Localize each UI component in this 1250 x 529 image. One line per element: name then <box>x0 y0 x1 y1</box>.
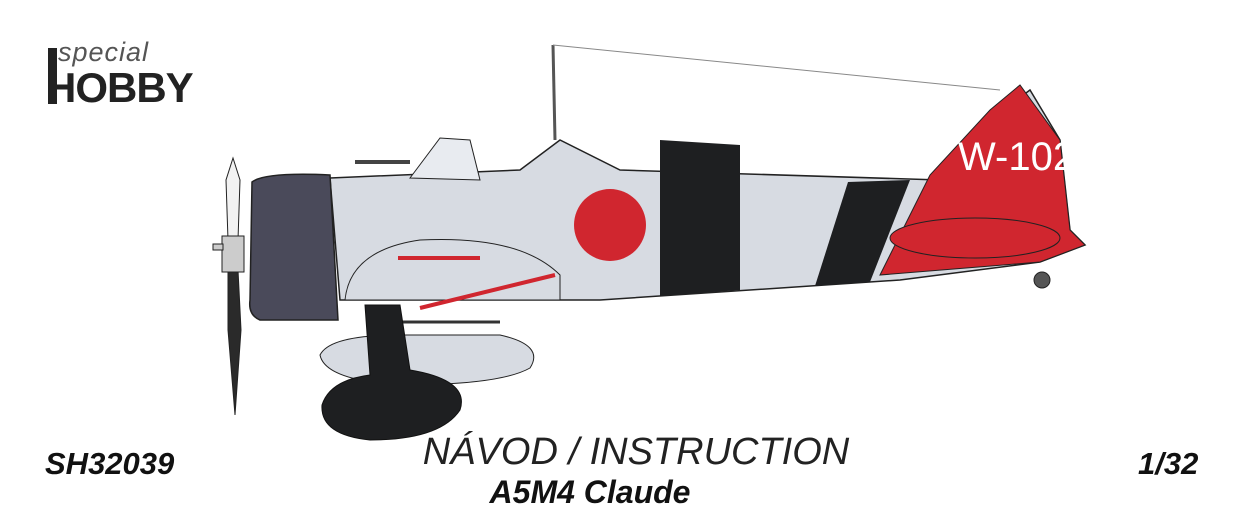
canopy <box>409 137 481 181</box>
logo-special: special <box>58 37 150 67</box>
scale-label: 1/32 <box>1138 446 1199 481</box>
tail-code: W-102 <box>958 135 1075 179</box>
hinomaru <box>574 189 646 261</box>
logo-hobby: hobby <box>46 64 194 111</box>
model-name: A5M4 Claude <box>489 474 691 510</box>
cowling <box>248 173 339 321</box>
product-code: SH32039 <box>45 446 175 481</box>
propeller-blade-top <box>225 156 241 241</box>
landing-gear <box>321 304 462 441</box>
logo-bar <box>48 48 57 104</box>
propeller-blade-bottom <box>227 269 242 416</box>
document-title: NÁVOD / INSTRUCTION <box>422 431 850 473</box>
tail-wheel <box>1033 271 1051 289</box>
